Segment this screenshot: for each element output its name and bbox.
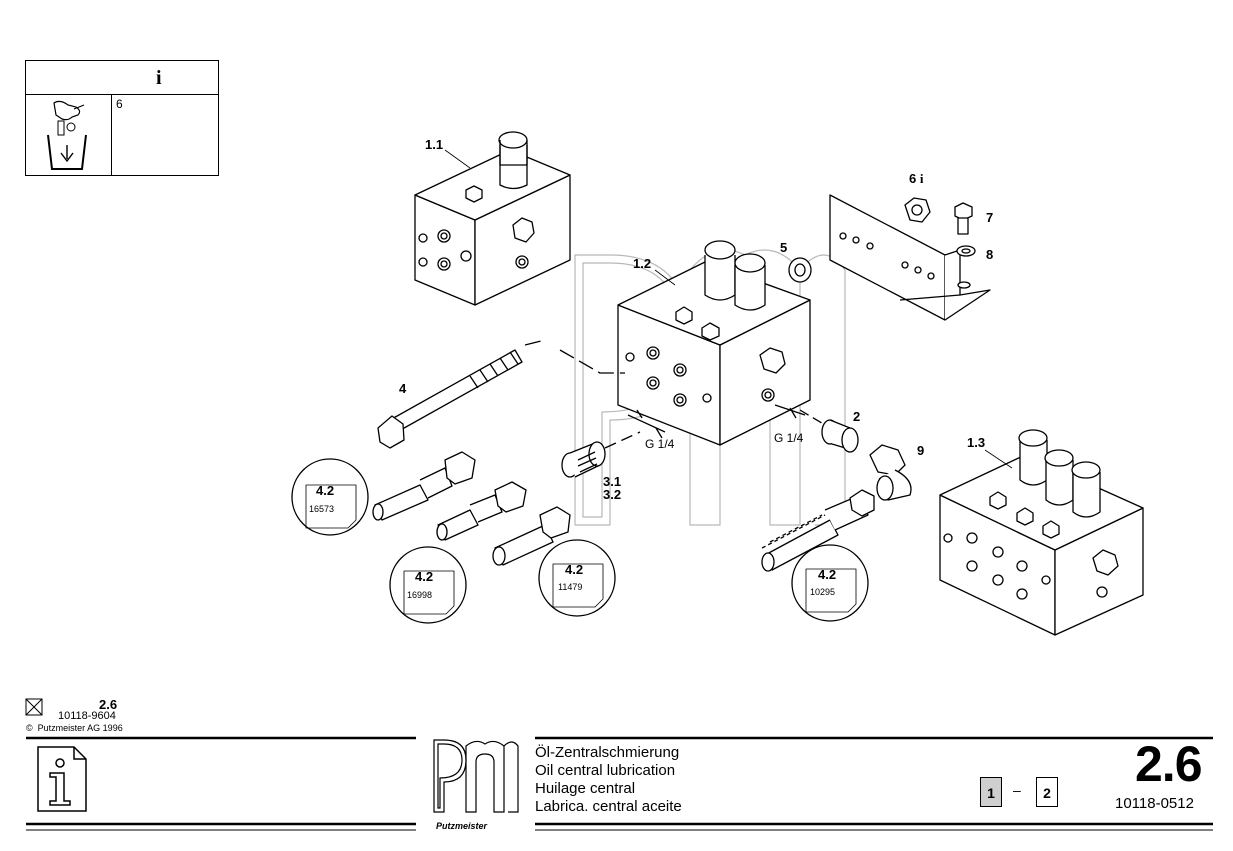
long-bolt-4 <box>377 349 523 449</box>
ref-section: 4.2 <box>818 567 837 582</box>
callout-1-1: 1.1 <box>425 137 444 152</box>
document-number: 10118-0512 <box>1115 795 1194 812</box>
callout-3-1: 3.1 <box>603 474 622 489</box>
ref-number: 16573 <box>309 504 335 514</box>
reference-circle-16998 <box>389 546 467 624</box>
info-icon: i <box>156 67 162 89</box>
title-english: Oil central lubrication <box>535 762 676 779</box>
distributor-block-1-1 <box>414 131 571 306</box>
legend-header: i <box>26 61 218 95</box>
callout-8: 8 <box>986 247 994 262</box>
reference-circle-10295 <box>791 544 869 622</box>
ref-section: 4.2 <box>565 562 584 577</box>
ref-number: 16998 <box>407 590 433 600</box>
bolt-7 <box>954 202 973 235</box>
callout-3-2: 3.2 <box>603 487 622 502</box>
disposal-bin-icon <box>47 100 87 170</box>
reference-circle-11479 <box>538 539 616 617</box>
info-icon: i <box>919 171 924 186</box>
title-french: Huilage central <box>535 780 636 797</box>
info-document-icon <box>37 746 87 812</box>
logo-text: Putzmeister <box>436 821 488 831</box>
callout-2: 2 <box>853 409 861 424</box>
elbow-fitting-9 <box>869 444 912 501</box>
doc-number-small: 10118-9604 <box>58 710 116 722</box>
crossed-box-icon <box>25 698 43 716</box>
legend-quantity: 6 <box>116 97 123 111</box>
hose-fitting-b <box>436 481 527 541</box>
title-german: Öl-Zentralschmierung <box>535 744 680 761</box>
distributor-block-1-3 <box>939 429 1144 636</box>
callout-7: 7 <box>986 210 994 225</box>
hose-fitting-a <box>372 451 476 521</box>
hose-fitting-d <box>761 489 875 572</box>
thread-label-right: G 1/4 <box>774 431 804 445</box>
reference-circle-16573 <box>291 458 369 536</box>
section-number: 2.6 <box>1135 736 1203 792</box>
callout-1-3: 1.3 <box>967 435 986 450</box>
legend-body: 6 <box>26 95 218 176</box>
thread-label-left: G 1/4 <box>645 437 675 451</box>
legend-divider <box>111 95 112 176</box>
callout-4: 4 <box>399 381 407 396</box>
callout-6: 6 i <box>909 171 924 186</box>
copyright-line: © Putzmeister AG 1996 <box>26 723 123 733</box>
putzmeister-logo <box>433 739 519 813</box>
footer-frame <box>26 736 1213 831</box>
page-total-box: 2 <box>1036 777 1058 807</box>
callout-1-2: 1.2 <box>633 256 652 271</box>
page-current-box: 1 <box>980 777 1002 807</box>
ref-section: 4.2 <box>415 569 434 584</box>
exploded-drawing <box>291 131 1144 636</box>
hose-fitting-c <box>492 506 571 566</box>
ref-number: 11479 <box>558 582 583 592</box>
title-spanish: Labrica. central aceite <box>535 798 682 815</box>
callout-9: 9 <box>917 443 925 458</box>
ref-section: 4.2 <box>316 483 335 498</box>
legend-box: i 6 <box>25 60 219 176</box>
ref-number: 10295 <box>810 587 836 597</box>
section-small: 2.6 <box>99 697 118 712</box>
callout-5: 5 <box>780 240 788 255</box>
distributor-block-1-2 <box>617 240 811 446</box>
screw-fitting-2 <box>821 419 859 453</box>
screw-fitting-3 <box>561 441 606 478</box>
page-separator: – <box>1013 782 1021 798</box>
title-block: Öl-Zentralschmierung Oil central lubrica… <box>535 744 682 816</box>
mounting-bracket <box>829 194 991 321</box>
